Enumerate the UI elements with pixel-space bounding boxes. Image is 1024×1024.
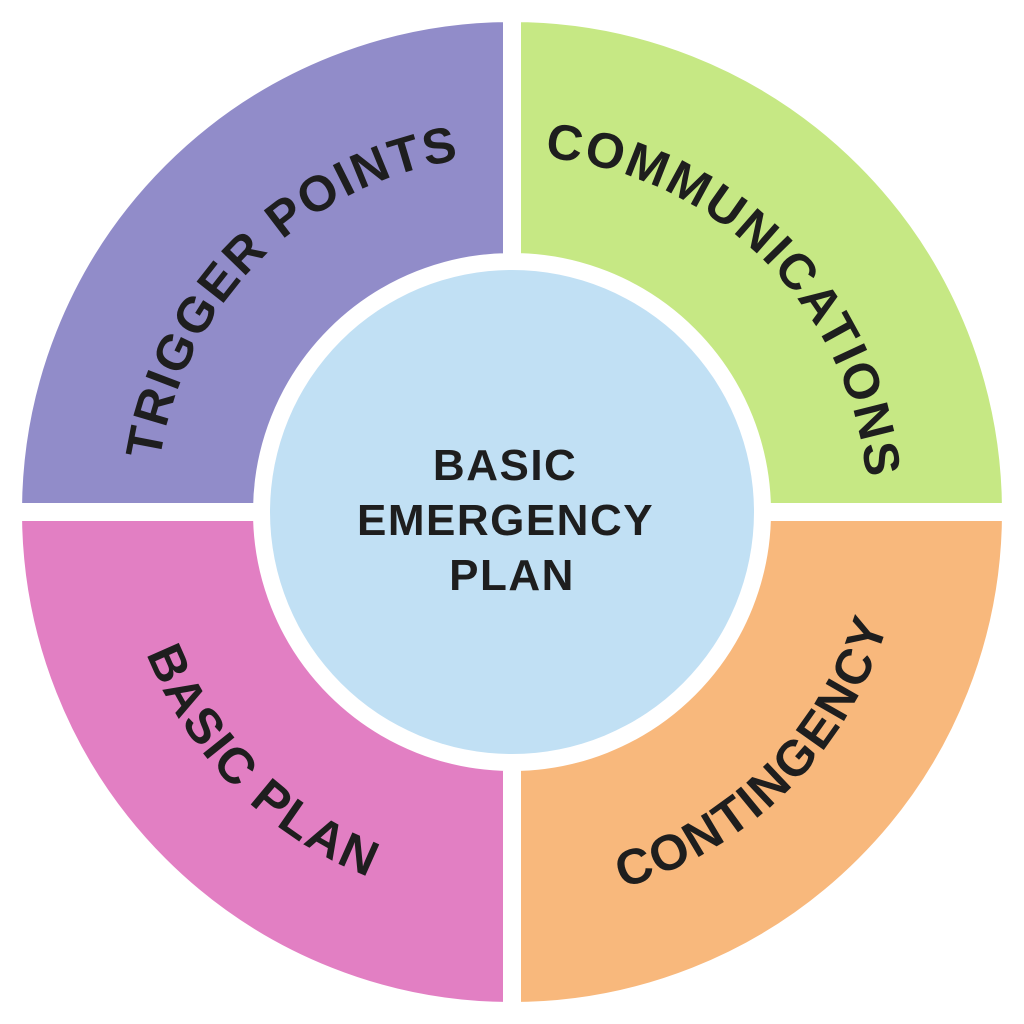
center-circle: [270, 270, 754, 754]
segment-basic-plan: [4, 503, 521, 1020]
segment-communications: [503, 4, 1020, 521]
center-label-line-1: BASIC: [433, 441, 577, 490]
center-label: BASIC EMERGENCY PLAN: [357, 441, 667, 600]
center-label-line-2: EMERGENCY: [357, 496, 653, 545]
segment-trigger-points: [4, 4, 521, 521]
center-label-line-3: PLAN: [449, 551, 575, 600]
segment-contingency: [503, 503, 1020, 1020]
